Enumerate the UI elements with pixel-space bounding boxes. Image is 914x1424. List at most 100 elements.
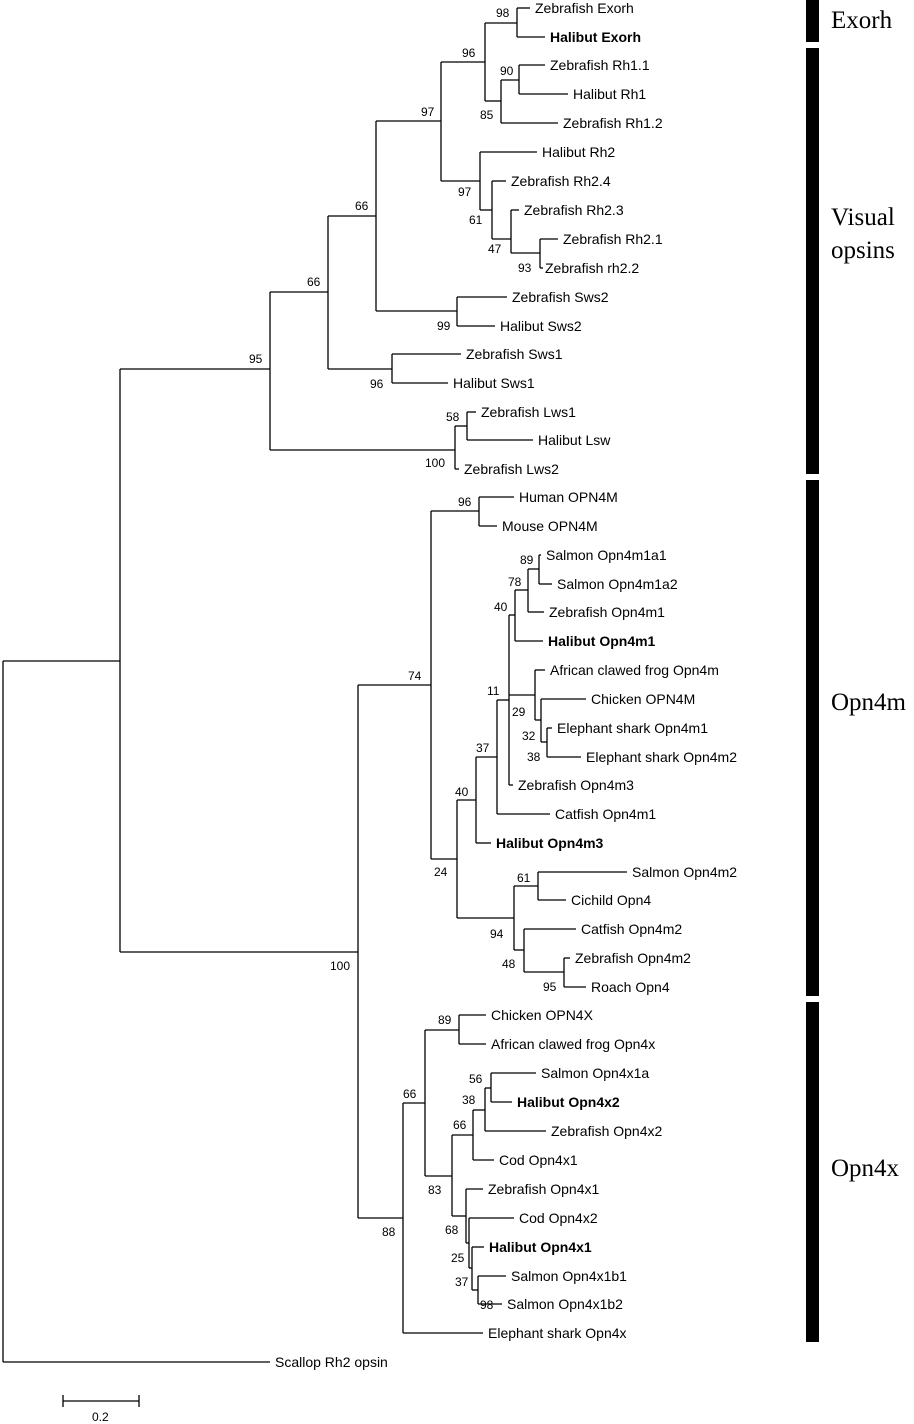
bootstrap-value: 97 (421, 105, 435, 119)
leaf-label: African clawed frog Opn4m (550, 662, 719, 678)
bootstrap-value: 95 (249, 352, 263, 366)
leaf-label: Mouse OPN4M (502, 518, 598, 534)
leaf-label: Zebrafish Rh2.1 (563, 231, 663, 247)
bootstrap-value: 97 (458, 185, 472, 199)
leaf-label: Elephant shark Opn4m2 (586, 749, 737, 765)
leaf-label: Chicken OPN4X (491, 1007, 594, 1023)
bootstrap-value: 66 (453, 1118, 467, 1132)
leaf-label: Cichild Opn4 (571, 892, 651, 908)
leaf-labels: Zebrafish Exorh Halibut Exorh Zebrafish … (275, 0, 737, 1370)
clade-label-opn4m: Opn4m (831, 689, 907, 716)
leaf-label: Zebrafish Rh2.4 (511, 173, 611, 189)
leaf-label: Chicken OPN4M (591, 691, 695, 707)
bootstrap-value: 88 (382, 1225, 396, 1239)
bootstrap-value: 96 (370, 377, 384, 391)
bootstrap-value: 74 (408, 669, 422, 683)
bootstrap-value: 94 (490, 927, 504, 941)
bootstrap-value: 100 (425, 456, 445, 470)
bootstrap-value: 38 (462, 1093, 476, 1107)
bootstrap-value: 93 (518, 261, 532, 275)
clade-brackets: Exorh Visual opsins Opn4m Opn4x (806, 0, 907, 1342)
leaf-label: Salmon Opn4x1b1 (511, 1268, 627, 1284)
tree-branches (2, 7, 627, 1363)
bootstrap-value: 37 (476, 741, 490, 755)
bootstrap-value: 11 (487, 684, 500, 698)
leaf-label: Zebrafish Rh1.1 (550, 57, 650, 73)
clade-label-opsins: opsins (831, 237, 895, 264)
clade-bar-opn4m (806, 480, 819, 996)
bootstrap-value: 98 (480, 1298, 494, 1312)
leaf-label: Halibut Lsw (538, 432, 611, 448)
leaf-label: Halibut Sws1 (453, 375, 535, 391)
leaf-label: Halibut Opn4x2 (517, 1094, 620, 1110)
bootstrap-value: 47 (488, 242, 502, 256)
leaf-label: Catfish Opn4m1 (555, 806, 656, 822)
leaf-label: Halibut Exorh (550, 29, 641, 45)
clade-bar-visual-opsins (806, 48, 819, 474)
bootstrap-value: 66 (355, 199, 369, 213)
leaf-label: Zebrafish Lws2 (464, 461, 559, 477)
leaf-label: Zebrafish rh2.2 (545, 260, 639, 276)
bootstrap-value: 83 (428, 1183, 442, 1197)
bootstrap-value: 29 (512, 705, 526, 719)
bootstrap-value: 68 (445, 1223, 459, 1237)
leaf-label: Zebrafish Lws1 (481, 404, 576, 420)
leaf-label: Elephant shark Opn4m1 (557, 720, 708, 736)
leaf-label: Halibut Opn4m3 (496, 835, 604, 851)
leaf-label: Zebrafish Opn4m3 (518, 777, 634, 793)
leaf-label: Salmon Opn4m1a2 (557, 576, 678, 592)
leaf-label: Zebrafish Exorh (535, 0, 634, 16)
leaf-label: Elephant shark Opn4x (488, 1325, 627, 1341)
leaf-label: Zebrafish Sws2 (512, 289, 609, 305)
clade-bar-opn4x (806, 1002, 819, 1342)
leaf-label: Halibut Opn4x1 (489, 1239, 592, 1255)
leaf-label: Halibut Sws2 (500, 318, 582, 334)
clade-label-exorh: Exorh (831, 7, 893, 34)
leaf-label: Zebrafish Rh1.2 (563, 115, 663, 131)
leaf-label: Zebrafish Opn4m1 (549, 604, 665, 620)
bootstrap-value: 66 (403, 1087, 417, 1101)
leaf-label: Halibut Rh2 (542, 144, 615, 160)
scale-bar-label: 0.2 (92, 1410, 109, 1424)
bootstrap-value: 96 (458, 495, 472, 509)
bootstrap-value: 24 (434, 865, 448, 879)
bootstrap-value: 85 (480, 108, 494, 122)
bootstrap-value: 61 (469, 213, 483, 227)
leaf-label: Salmon Opn4m1a1 (546, 547, 667, 563)
leaf-label: Zebrafish Opn4x2 (551, 1123, 662, 1139)
bootstrap-value: 38 (527, 750, 541, 764)
leaf-label: Zebrafish Rh2.3 (524, 202, 624, 218)
leaf-label: Scallop Rh2 opsin (275, 1354, 388, 1370)
bootstrap-value: 40 (494, 600, 508, 614)
bootstrap-value: 61 (517, 871, 531, 885)
leaf-label: Catfish Opn4m2 (581, 921, 682, 937)
bootstrap-value: 56 (469, 1072, 483, 1086)
leaf-label: Salmon Opn4x1b2 (507, 1296, 623, 1312)
bootstrap-value: 99 (437, 319, 451, 333)
clade-label-opn4x: Opn4x (831, 1155, 900, 1182)
leaf-label: Zebrafish Opn4m2 (575, 950, 691, 966)
leaf-label: Halibut Opn4m1 (548, 633, 656, 649)
scale-bar: 0.2 (62, 1395, 140, 1424)
bootstrap-values: 98 96 90 85 97 97 61 47 93 66 66 99 96 9… (249, 6, 557, 1312)
leaf-label: Human OPN4M (519, 489, 618, 505)
leaf-label: Zebrafish Opn4x1 (488, 1181, 599, 1197)
bootstrap-value: 37 (455, 1275, 469, 1289)
bootstrap-value: 40 (455, 785, 469, 799)
bootstrap-value: 96 (462, 46, 476, 60)
bootstrap-value: 66 (307, 275, 321, 289)
bootstrap-value: 48 (502, 957, 516, 971)
bootstrap-value: 95 (543, 980, 557, 994)
bootstrap-value: 89 (520, 553, 534, 567)
leaf-label: Cod Opn4x1 (499, 1152, 578, 1168)
bootstrap-value: 58 (446, 410, 460, 424)
leaf-label: Roach Opn4 (591, 979, 670, 995)
leaf-label: African clawed frog Opn4x (491, 1036, 655, 1052)
bootstrap-value: 90 (500, 64, 514, 78)
bootstrap-value: 32 (522, 729, 536, 743)
bootstrap-value: 25 (451, 1251, 465, 1265)
bootstrap-value: 78 (508, 575, 522, 589)
leaf-label: Salmon Opn4x1a (541, 1065, 649, 1081)
leaf-label: Zebrafish Sws1 (466, 346, 563, 362)
